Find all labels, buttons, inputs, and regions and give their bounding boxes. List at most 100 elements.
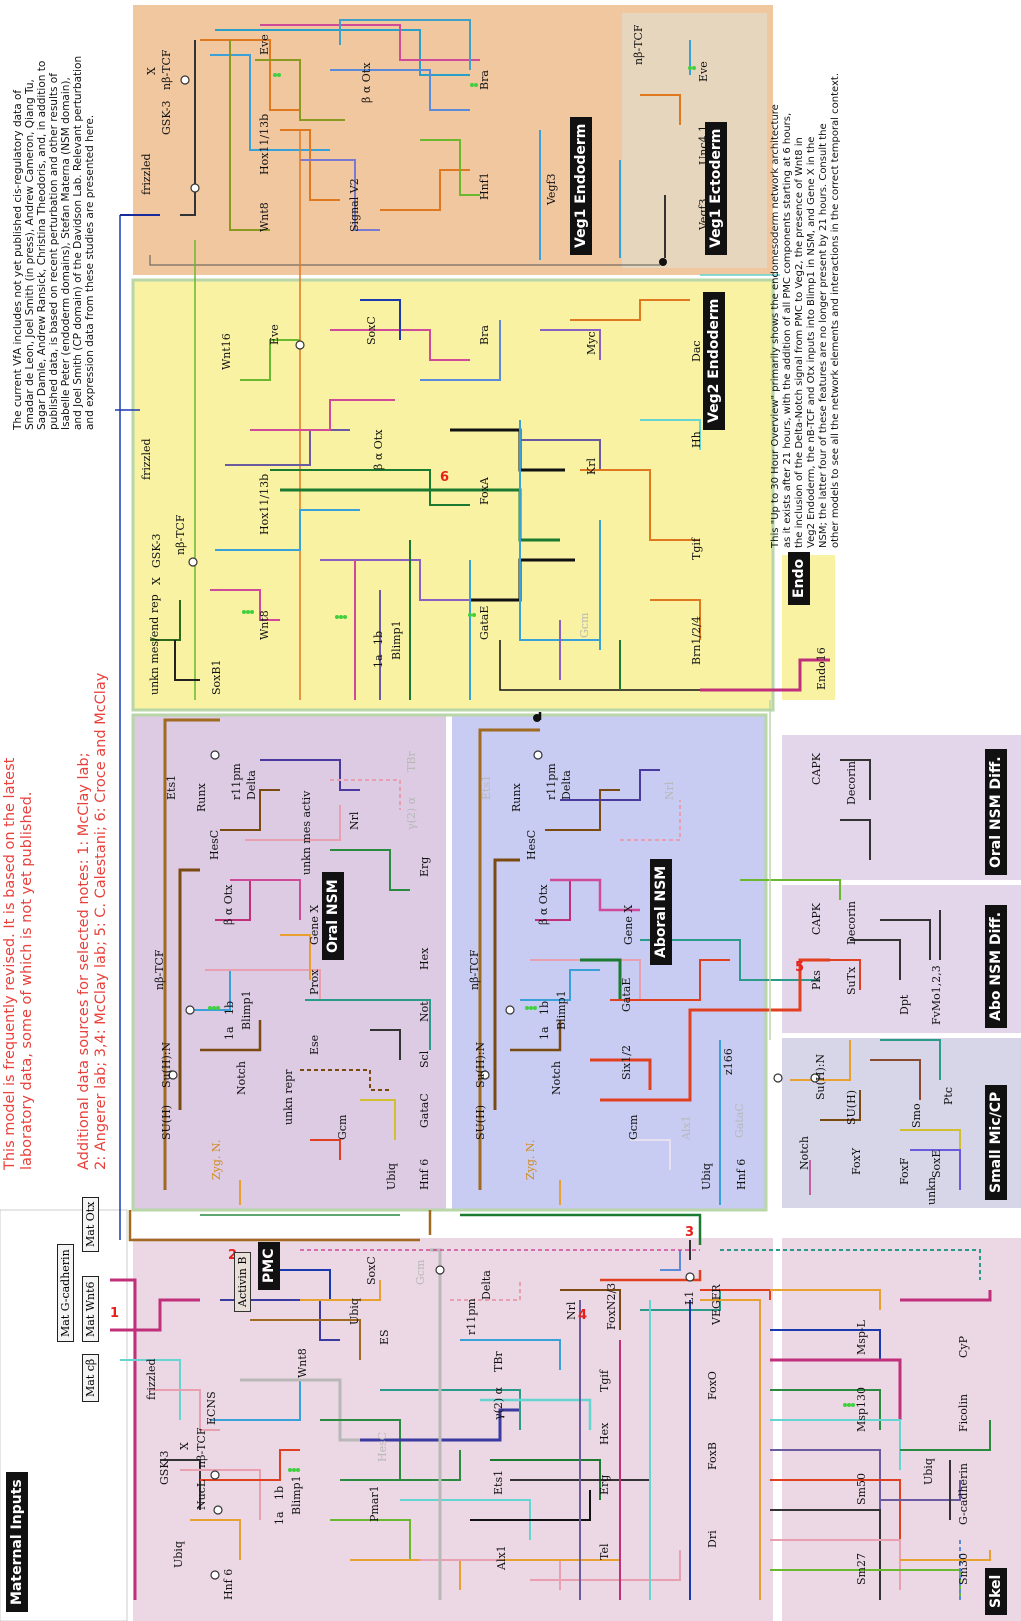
- smallmic-gene-foxy: FoxY: [850, 1147, 863, 1175]
- pmc-gene-soxc: SoxC: [365, 1256, 378, 1285]
- veg1-ecto-gene-nbtcf: nβ-TCF: [632, 24, 645, 65]
- oral-gene-gcm: Gcm: [336, 1114, 349, 1140]
- aboral-nsm-title: Aboral NSM: [650, 858, 672, 965]
- abodiff-gene-dpt: Dpt: [898, 994, 911, 1015]
- note-number-5: 5: [795, 960, 805, 975]
- smallmic-gene-suhn: Su(H):N: [814, 1053, 827, 1100]
- aboral-gene-gcm: Gcm: [627, 1114, 640, 1140]
- pmc-gene-gcm: Gcm: [414, 1259, 427, 1285]
- veg2-gene-nbtcf: nβ-TCF: [174, 514, 187, 555]
- abo-nsm-diff-title: Abo NSM Diff.: [985, 904, 1007, 1028]
- sources-line-1: Additional data sources for selected not…: [76, 752, 92, 1171]
- smallmic-gene-suh: SU(H): [845, 1090, 858, 1125]
- veg2-gene-unkn-mesend: unkn mes/end rep: [148, 594, 161, 695]
- aboral-gene-six12: Six1/2: [620, 1045, 633, 1080]
- veg2-gene-wnt16: Wnt16: [220, 333, 233, 370]
- oral-gene-ubiq: Ubiq: [385, 1163, 398, 1190]
- skel-gene-ubiq: Ubiq: [922, 1458, 935, 1485]
- oral-gene-prox: Prox: [308, 969, 321, 996]
- veg2-gene-brn124: Brn1/2/4: [690, 616, 703, 665]
- pmc-gene-hex: Hex: [598, 1422, 611, 1445]
- veg2-gene-wnt8: Wnt8: [258, 610, 271, 640]
- pmc-gene-l1: L1: [683, 1290, 696, 1305]
- sources-line-2: 2: Angerer lab; 3,4: McClay lab; 5: C. C…: [93, 672, 109, 1170]
- pmc-gene-blimp1: Blimp1: [290, 1475, 303, 1515]
- oral-gene-ets1: Ets1: [165, 774, 178, 800]
- veg2-gene-krl: Krl: [585, 458, 598, 475]
- pmc-gene-tel: Tel: [598, 1543, 611, 1560]
- skel-gene-cyp: CyP: [957, 1335, 970, 1358]
- oral-gene-ese: Ese: [308, 1034, 321, 1055]
- aboral-gene-zygn: Zyg. N.: [524, 1139, 537, 1180]
- mat-otx-input: Mat Otx: [82, 1196, 99, 1252]
- abodiff-gene-decorin: Decorin: [845, 901, 858, 945]
- aboral-gene-hesc: HesC: [525, 829, 538, 860]
- veg2-gene-frizzled: frizzled: [140, 438, 153, 480]
- veg2-gene-myc: Myc: [585, 331, 598, 355]
- oral-nsm-title: Oral NSM: [322, 872, 344, 960]
- veg2-gene-soxb1: SoxB1: [210, 659, 223, 695]
- aboral-gene-ubiq: Ubiq: [700, 1163, 713, 1190]
- smallmic-gene-unkn: unkn: [925, 1177, 938, 1205]
- overview-line-3: the inclusion of the Delta-Notch signal …: [794, 137, 805, 548]
- pmc-gene-dri: Dri: [706, 1530, 719, 1548]
- overview-note: This "Up to 30 Hour Overview" primarily …: [770, 73, 842, 548]
- abodiff-gene-fvmo: FvMo1,2,3: [930, 965, 943, 1025]
- skel-title: Skel: [985, 1567, 1007, 1615]
- vfa-line-7: and expression data from these studies a…: [84, 114, 96, 430]
- veg2-region: [133, 280, 773, 710]
- oral-gene-suh: SU(H): [160, 1105, 173, 1140]
- veg2-gene-bra: Bra: [478, 325, 491, 345]
- pmc-gene-1b: 1b: [273, 1485, 286, 1500]
- pmc-gene-ecns: ECNS: [205, 1391, 218, 1425]
- veg1-gene-x: X: [145, 67, 158, 75]
- oral-gene-runx: Runx: [195, 783, 208, 812]
- pmc-gene-alx1: Alx1: [495, 1545, 508, 1570]
- smallmic-gene-soxe: SoxE: [930, 1149, 943, 1178]
- aboral-gene-blimp1: Blimp1: [555, 990, 568, 1030]
- veg1-gene-hnf1: Hnf1: [478, 172, 491, 200]
- veg1-ecto-region: [622, 13, 767, 268]
- skel-region: [782, 1238, 1021, 1621]
- note-number-4: 4: [578, 1308, 588, 1323]
- vfa-line-4: published data, is based on recent pertu…: [48, 73, 60, 430]
- smallmic-gene-foxf: FoxF: [898, 1157, 911, 1186]
- pmc-gene-pmar1: Pmar1: [368, 1485, 381, 1522]
- aboral-gene-otx: β α Otx: [537, 884, 550, 925]
- aboral-gene-ets1: Ets1: [480, 774, 493, 800]
- vfa-line-1: The current VfA includes not yet publish…: [12, 89, 24, 430]
- aboral-gene-1a: 1a: [538, 1026, 551, 1040]
- vfa-line-2: Smadar de Leon, Joel Smith (in press), A…: [24, 79, 36, 430]
- smallmic-gene-smo: Smo: [910, 1103, 923, 1128]
- aboral-gene-hnf6: Hnf 6: [735, 1158, 748, 1190]
- smallmic-gene-notch: Notch: [798, 1136, 811, 1170]
- pmc-gene-ubiq: Ubiq: [172, 1541, 185, 1568]
- overview-line-6: other models to see all the network elem…: [830, 72, 841, 548]
- oral-gene-unkn-mes-activ: unkn mes activ: [300, 790, 313, 875]
- oral-gene-tbr: TBr: [405, 751, 418, 772]
- veg2-gene-gcm: Gcm: [578, 612, 591, 638]
- veg1-gene-eve: Eve: [258, 34, 271, 55]
- veg2-gene-tgif: Tgif: [690, 538, 703, 560]
- pmc-gene-nucl: NucL: [195, 1479, 208, 1510]
- veg2-gene-hox1113b: Hox11/13b: [258, 473, 271, 535]
- note-number-3: 3: [685, 1225, 695, 1240]
- oral-gene-nbtcf: nβ-TCF: [153, 949, 166, 990]
- overview-line-1: This "Up to 30 Hour Overview" primarily …: [770, 104, 781, 548]
- veg2-gene-gsk3: GSK-3: [150, 533, 163, 568]
- pmc-gene-erg: Erg: [598, 1474, 611, 1495]
- veg1-gene-nbtcf: nβ-TCF: [160, 49, 173, 90]
- pmc-gene-hnf6: Hnf 6: [222, 1568, 235, 1600]
- pmc-gene-frizzled: frizzled: [145, 1358, 158, 1400]
- veg2-gene-eve: Eve: [268, 324, 281, 345]
- pmc-gene-vegfr: VEGFR: [710, 1284, 723, 1325]
- skel-gene-sm27: Sm27: [855, 1553, 868, 1585]
- veg1-gene-wnt8: Wnt8: [258, 202, 271, 232]
- veg1-ecto-gene-eve: Eve: [697, 61, 710, 82]
- oral-nsm-region: [133, 715, 446, 1210]
- aboral-gene-runx: Runx: [510, 783, 523, 812]
- veg2-gene-hh: Hh: [690, 431, 703, 448]
- pmc-gene-activin-b: Activin B: [234, 1251, 251, 1312]
- maternal-inputs-title: Maternal Inputs: [6, 1472, 28, 1612]
